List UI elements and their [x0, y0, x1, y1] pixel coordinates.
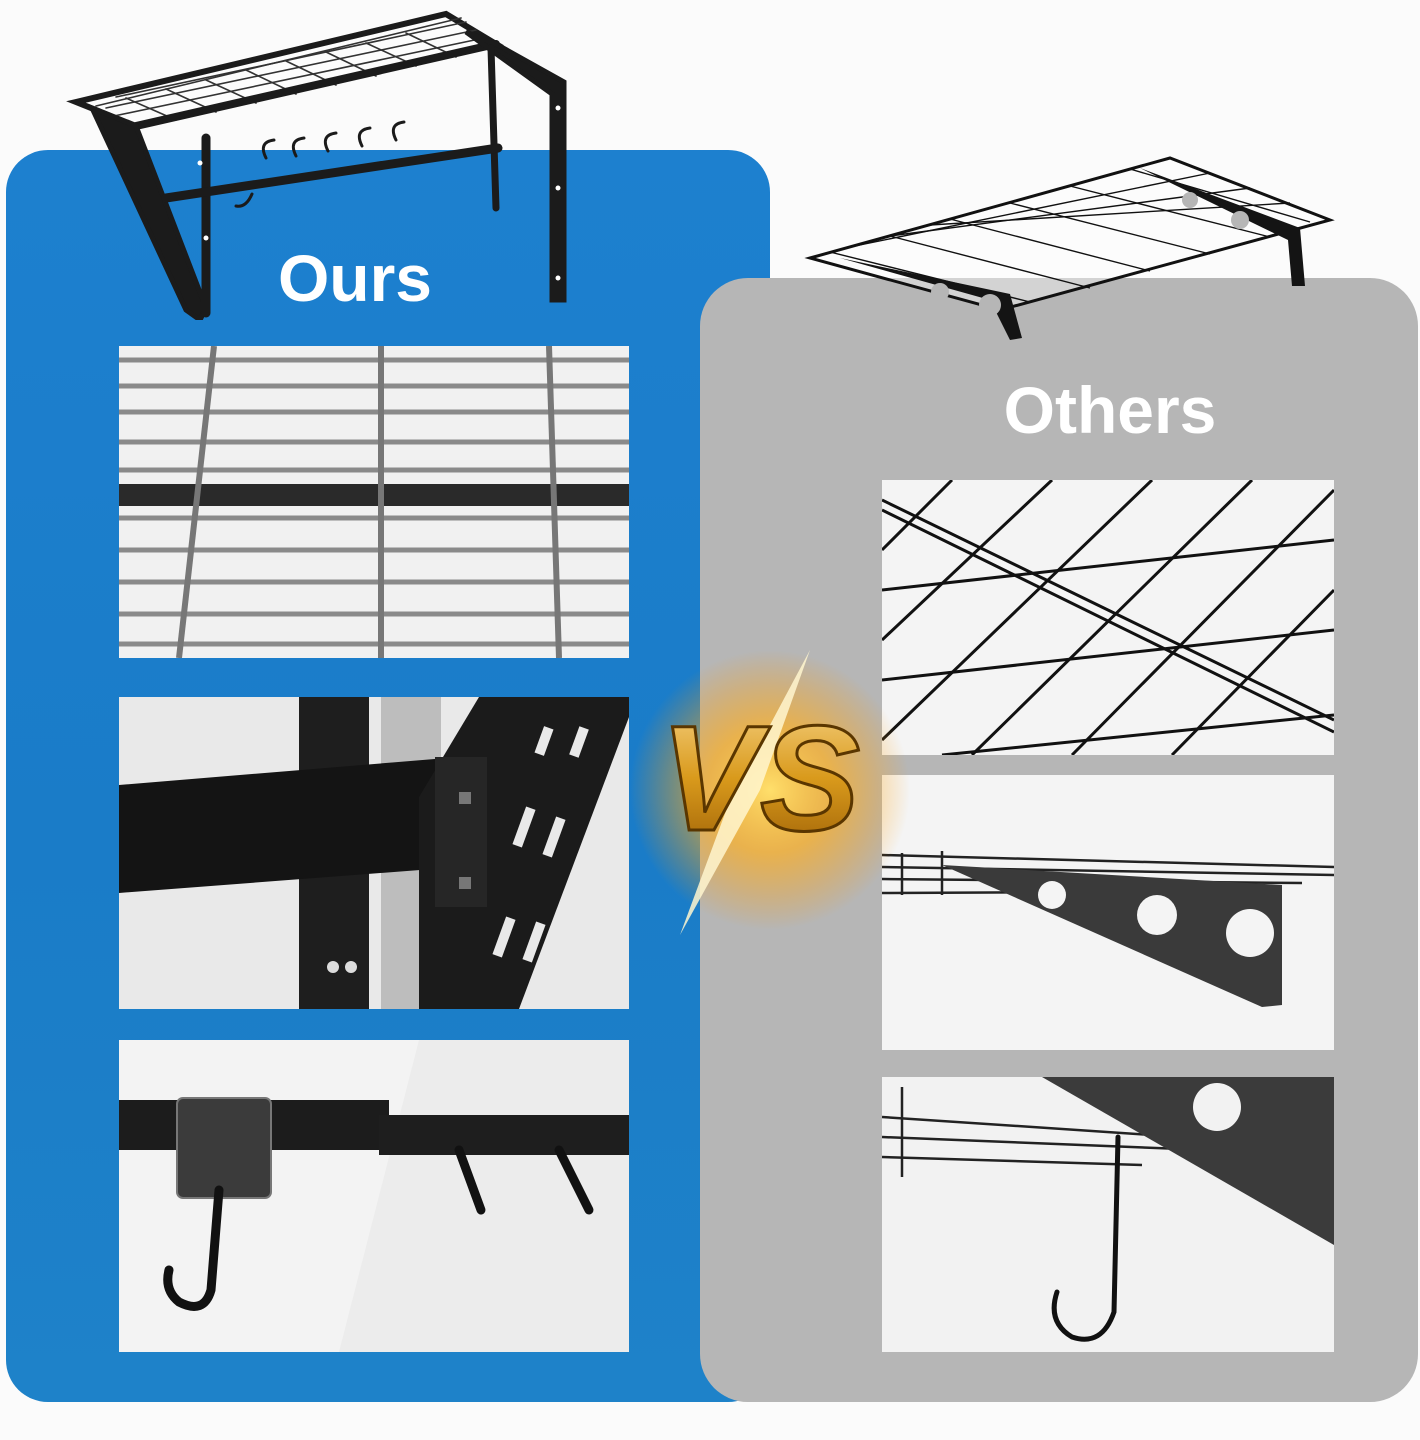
ours-hook-closeup: [119, 1040, 629, 1352]
others-bracket-closeup: [882, 775, 1334, 1050]
others-shelf-image: [804, 156, 1335, 340]
ours-label: Ours: [277, 241, 433, 315]
others-label: Others: [1003, 373, 1217, 447]
ours-shelf-image: [66, 10, 567, 320]
vs-badge: VS: [630, 650, 910, 935]
vs-label: VS: [660, 694, 860, 862]
ours-wire-grid-closeup: [119, 346, 629, 658]
others-hook-closeup: [882, 1077, 1334, 1352]
others-wire-grid-closeup: [882, 480, 1334, 755]
ours-bracket-closeup: [119, 697, 629, 1009]
